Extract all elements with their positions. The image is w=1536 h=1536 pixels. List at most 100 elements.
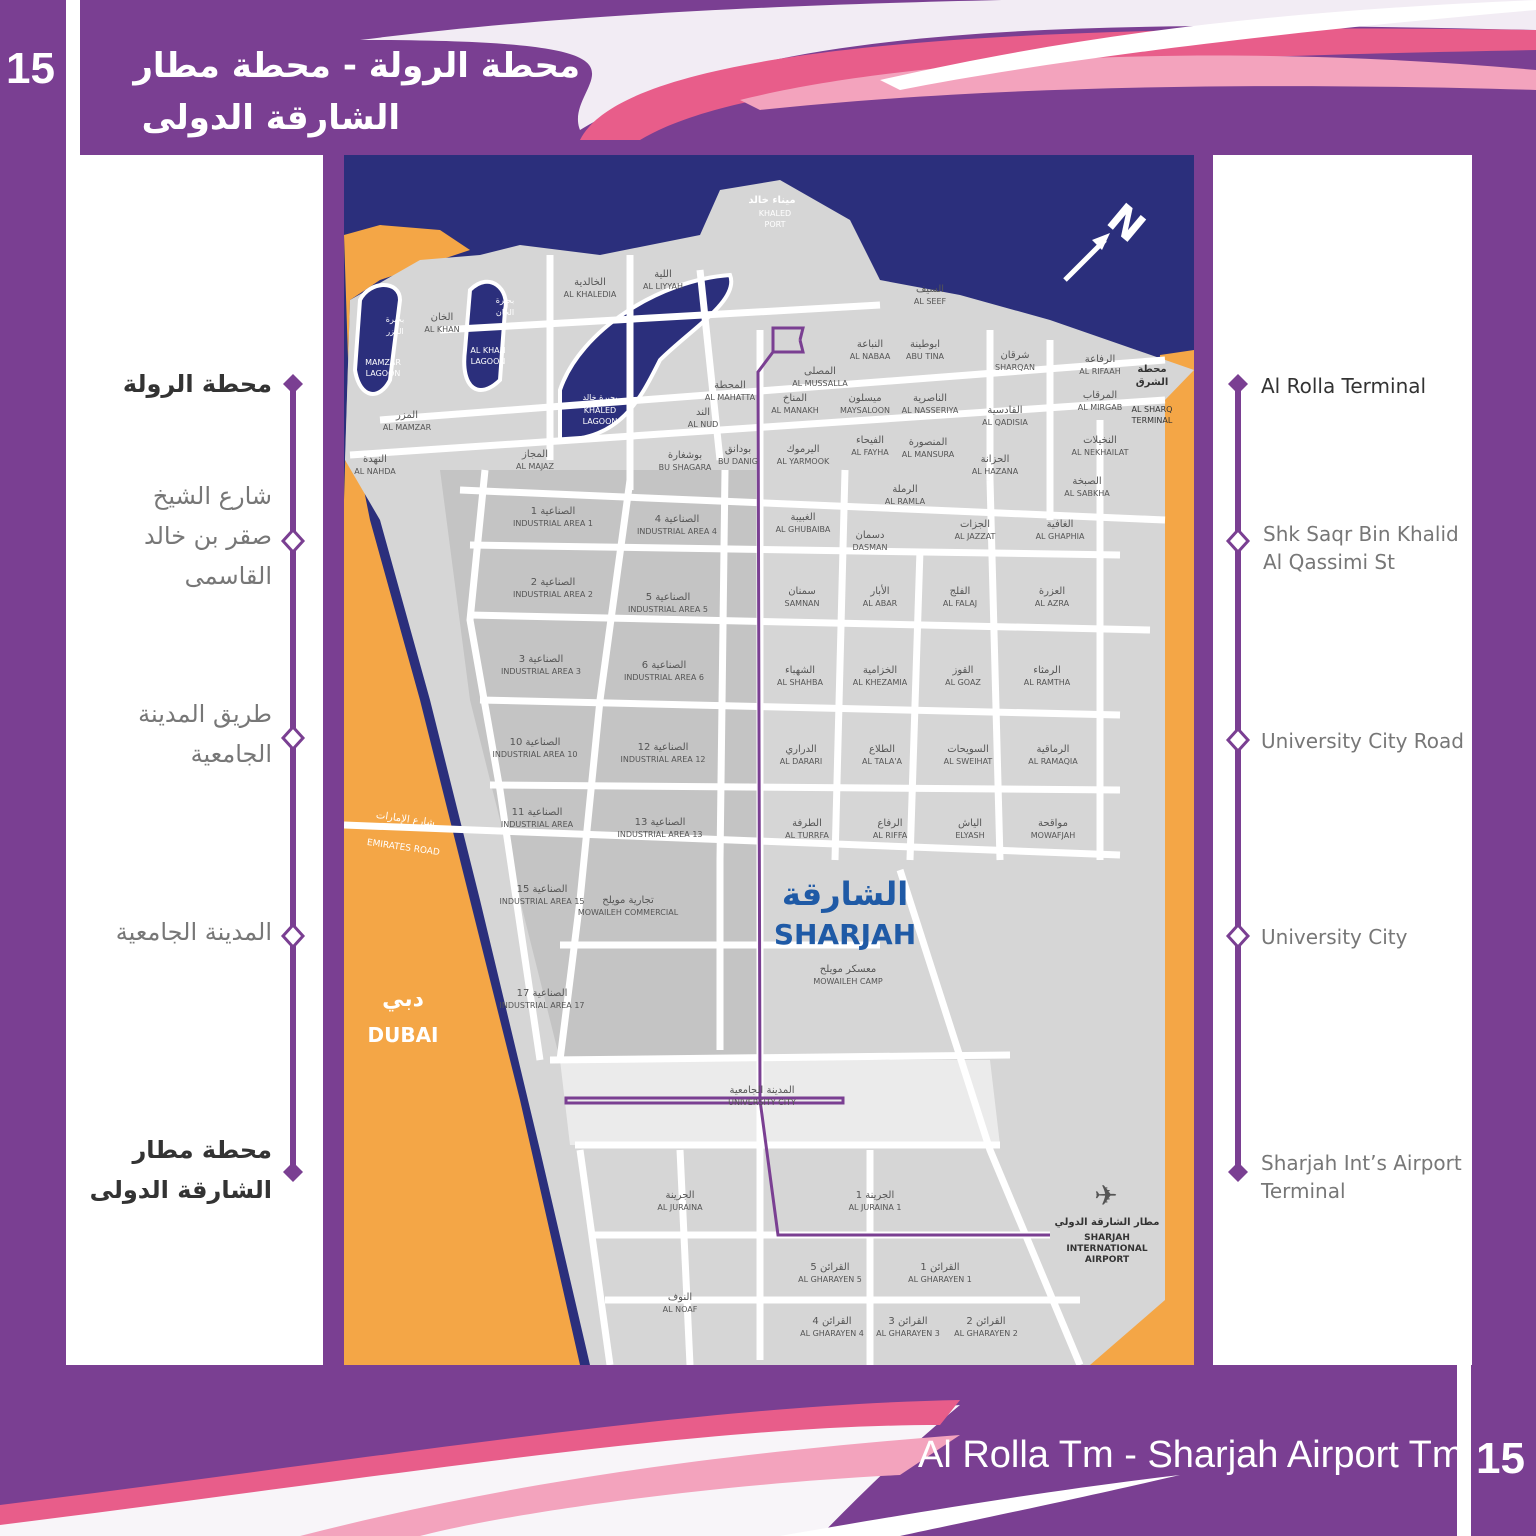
district-name: بوشغارة	[668, 450, 702, 461]
filled-diamond-icon	[283, 374, 303, 394]
route-segment-main[interactable]	[756, 351, 1050, 1237]
district-name: AL GHUBAIBA	[776, 525, 831, 534]
district-name: AL RAMTHA	[1024, 678, 1071, 687]
route-segment-rolla-loop[interactable]	[771, 326, 805, 354]
district-name: ABU TINA	[906, 352, 945, 361]
district-name: INDUSTRIAL AREA 5	[628, 605, 708, 614]
district-name: الصناعية 1	[531, 506, 575, 517]
district-label: القرائن 3AL GHARAYEN 3	[876, 1316, 940, 1338]
footer-divider	[1457, 1365, 1471, 1536]
district-name: SAMNAN	[784, 599, 819, 608]
district-name: الصناعية 15	[517, 884, 568, 895]
header-swoosh-decoration	[360, 0, 1536, 140]
district-name: سمنان	[788, 586, 816, 597]
stop-ar-4: محطة مطار الشارقة الدولى	[80, 1130, 272, 1210]
port-label: PORT	[765, 220, 786, 229]
stop-en-1-line: Shk Saqr Bin Khalid	[1263, 522, 1459, 546]
district-name: الدراري	[785, 744, 816, 755]
filled-diamond-icon	[1228, 1162, 1248, 1182]
district-name: ابوطينة	[910, 339, 940, 350]
district-name: BU DANIG	[718, 457, 758, 466]
district-name: اللية	[654, 269, 672, 280]
airport-label-en: INTERNATIONAL	[1066, 1244, 1148, 1254]
district-name: شرقان	[1000, 350, 1029, 361]
district-name: القرائن 1	[920, 1262, 959, 1273]
route-segment-university[interactable]	[564, 1096, 845, 1105]
left-route-line	[280, 374, 306, 1182]
district-name: السيف	[916, 284, 944, 295]
page-title-en: Al Rolla Tm - Sharjah Airport Tm	[918, 1434, 1464, 1476]
district-name: AL SABKHA	[1064, 489, 1110, 498]
district-label: الصناعية 10 INDUSTRIAL AREA 10	[493, 737, 578, 759]
map-road	[716, 469, 729, 1050]
stop-ar-1-line: صقر بن خالد	[143, 522, 272, 550]
map-road	[549, 1051, 1011, 1064]
dubai-label-en: DUBAI	[367, 1023, 438, 1047]
map-road	[556, 479, 634, 1061]
district-name: المجاز	[521, 449, 548, 460]
district-name: AL LIYYAH	[643, 282, 683, 291]
district-name: القرائن 4	[812, 1316, 851, 1327]
port-label: ميناء خالد	[748, 195, 795, 206]
map-road	[696, 269, 724, 461]
district-name: AL MANSURA	[902, 450, 955, 459]
district-name: الصناعية 5	[646, 592, 690, 603]
district-name: INDUSTRIAL AREA 10	[493, 750, 578, 759]
airport-label-en: AIRPORT	[1085, 1255, 1130, 1265]
hollow-diamond-icon	[1225, 726, 1251, 754]
district-name: الصناعية 10	[510, 737, 561, 748]
district-name: AL AZRA	[1035, 599, 1070, 608]
airport-marker[interactable]: ✈ مطار الشارقة الدولي SHARJAH INTERNATIO…	[1055, 1179, 1160, 1265]
port-label: KHALED	[759, 209, 791, 218]
district-name: الصناعية 4	[655, 514, 699, 525]
district-name: AL TALA'A	[862, 757, 903, 766]
north-arrow-icon	[1092, 233, 1110, 250]
bus-route-line[interactable]	[564, 326, 1050, 1237]
district-name: الصناعية 3	[519, 654, 563, 665]
map-road	[469, 611, 1151, 634]
district-name: ELYASH	[955, 831, 984, 840]
district-name: AL TURRFA	[785, 831, 829, 840]
district-name: القرائن 3	[888, 1316, 927, 1327]
district-name: MOWAILEH COMMERCIAL	[578, 908, 679, 917]
district-label: الصناعية 5 INDUSTRIAL AREA 5	[628, 592, 708, 614]
district-name: القادسية	[987, 405, 1022, 416]
district-name: ميسلون	[848, 393, 881, 404]
map-road	[466, 469, 544, 1061]
map-road	[676, 1149, 694, 1365]
district-name: الناصرية	[913, 393, 947, 404]
district-name: AL SWEIHAT	[944, 757, 993, 766]
stop-ar-4-line: محطة مطار	[132, 1136, 272, 1164]
map-road	[439, 301, 881, 334]
stop-en-4-line: Terminal	[1261, 1179, 1346, 1203]
map-road	[986, 479, 1004, 861]
lagoon-label: LAGOON	[583, 417, 618, 426]
district-name: المدينة الجامعية	[729, 1085, 794, 1096]
stop-ar-1-line: القاسمى	[184, 562, 272, 590]
airplane-icon: ✈	[1094, 1179, 1117, 1212]
district-name: AL RIFAAH	[1079, 367, 1120, 376]
district-name: النخيلات	[1083, 435, 1117, 446]
district-name: DASMAN	[853, 543, 888, 552]
